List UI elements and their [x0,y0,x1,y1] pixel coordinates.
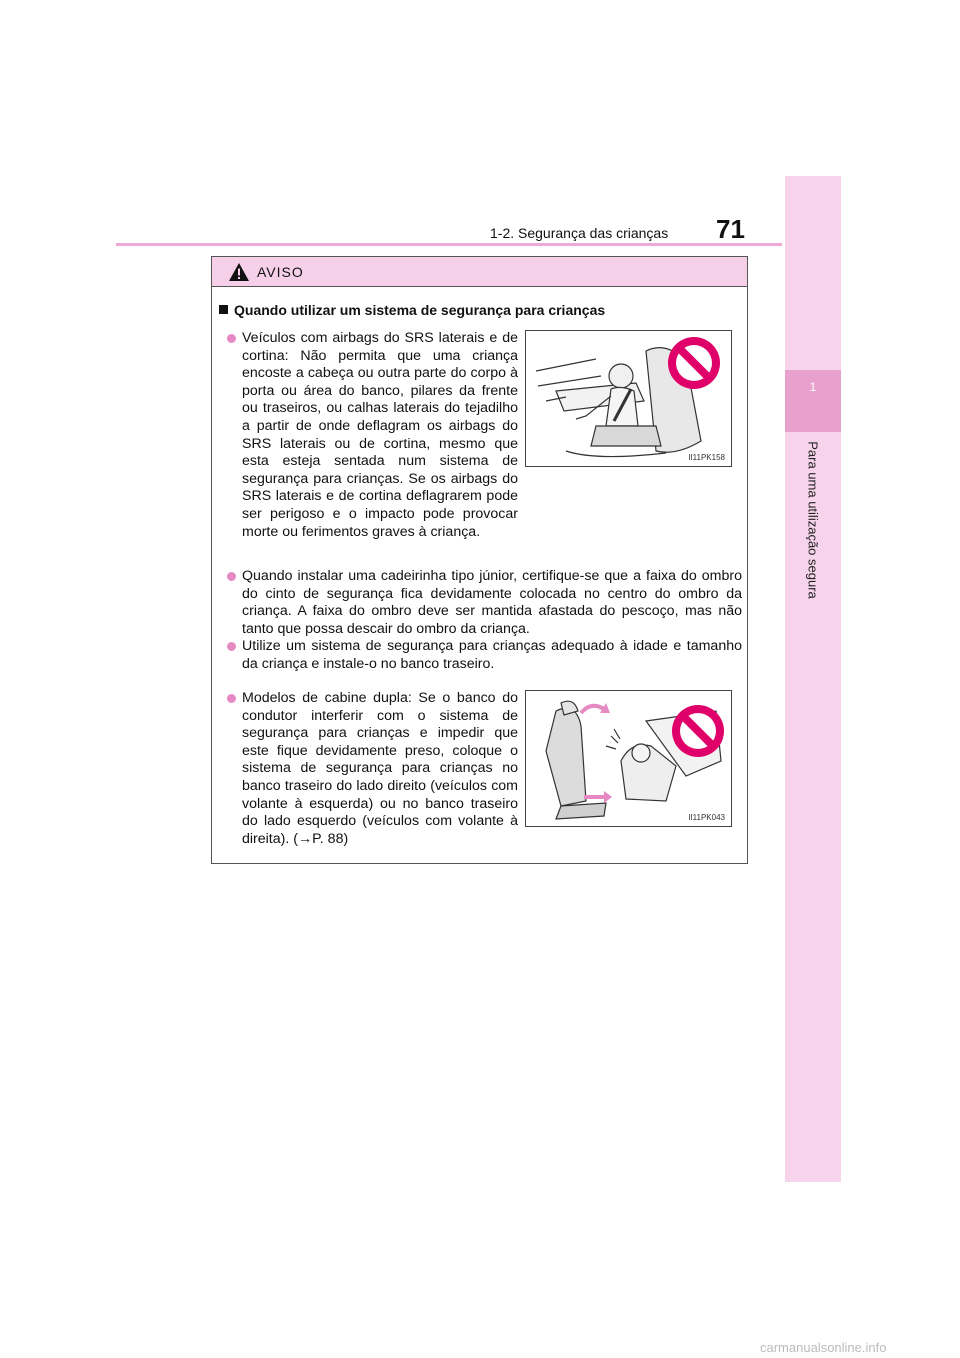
bullet-text: Utilize um sistema de segurança para cri… [242,638,742,672]
square-bullet-icon [219,305,228,314]
bullet-text: Modelos de cabine dupla: Se o banco do c… [242,690,518,847]
list-item: Utilize um sistema de segurança para cri… [227,638,742,673]
chapter-title: Para uma utilização segura [805,441,821,599]
warning-label: AVISO [257,264,304,280]
section-title-text: Quando utilizar um sistema de segurança … [234,302,606,318]
prohibition-icon [672,705,724,757]
figure-child-booster-seat: II11PK158 [525,330,732,467]
bullet-text: Veículos com airbags do SRS laterais e d… [242,330,518,540]
bullet-dot-icon [227,642,236,651]
warning-triangle-icon [229,263,249,281]
side-tab-chapter-marker [785,370,841,432]
side-tab-band [785,176,841,1182]
figure-driver-seat-interference: II11PK043 [525,690,732,827]
prohibition-icon [668,337,720,389]
list-item: Modelos de cabine dupla: Se o banco do c… [227,690,518,848]
footer-watermark: carmanualsonline.info [760,1340,887,1355]
page-number: 71 [716,214,745,244]
section-header: 1-2. Segurança das crianças [490,225,669,241]
bullet-dot-icon [227,334,236,343]
child-in-booster-seat-illustration [535,337,720,458]
section-title: Quando utilizar um sistema de segurança … [219,302,605,318]
header-divider [116,243,782,246]
bullet-dot-icon [227,572,236,581]
chapter-number: 1 [809,380,817,394]
warning-header: AVISO [212,257,747,287]
list-item: Quando instalar uma cadeirinha tipo júni… [227,568,742,638]
bullet-dot-icon [227,694,236,703]
figure-code: II11PK158 [688,453,725,462]
warning-box: AVISO Quando utilizar um sistema de segu… [211,256,748,864]
list-item: Veículos com airbags do SRS laterais e d… [227,330,518,541]
bullet-text: Quando instalar uma cadeirinha tipo júni… [242,568,742,637]
driver-seat-interference-illustration [545,700,724,820]
figure-code: II11PK043 [688,813,725,822]
